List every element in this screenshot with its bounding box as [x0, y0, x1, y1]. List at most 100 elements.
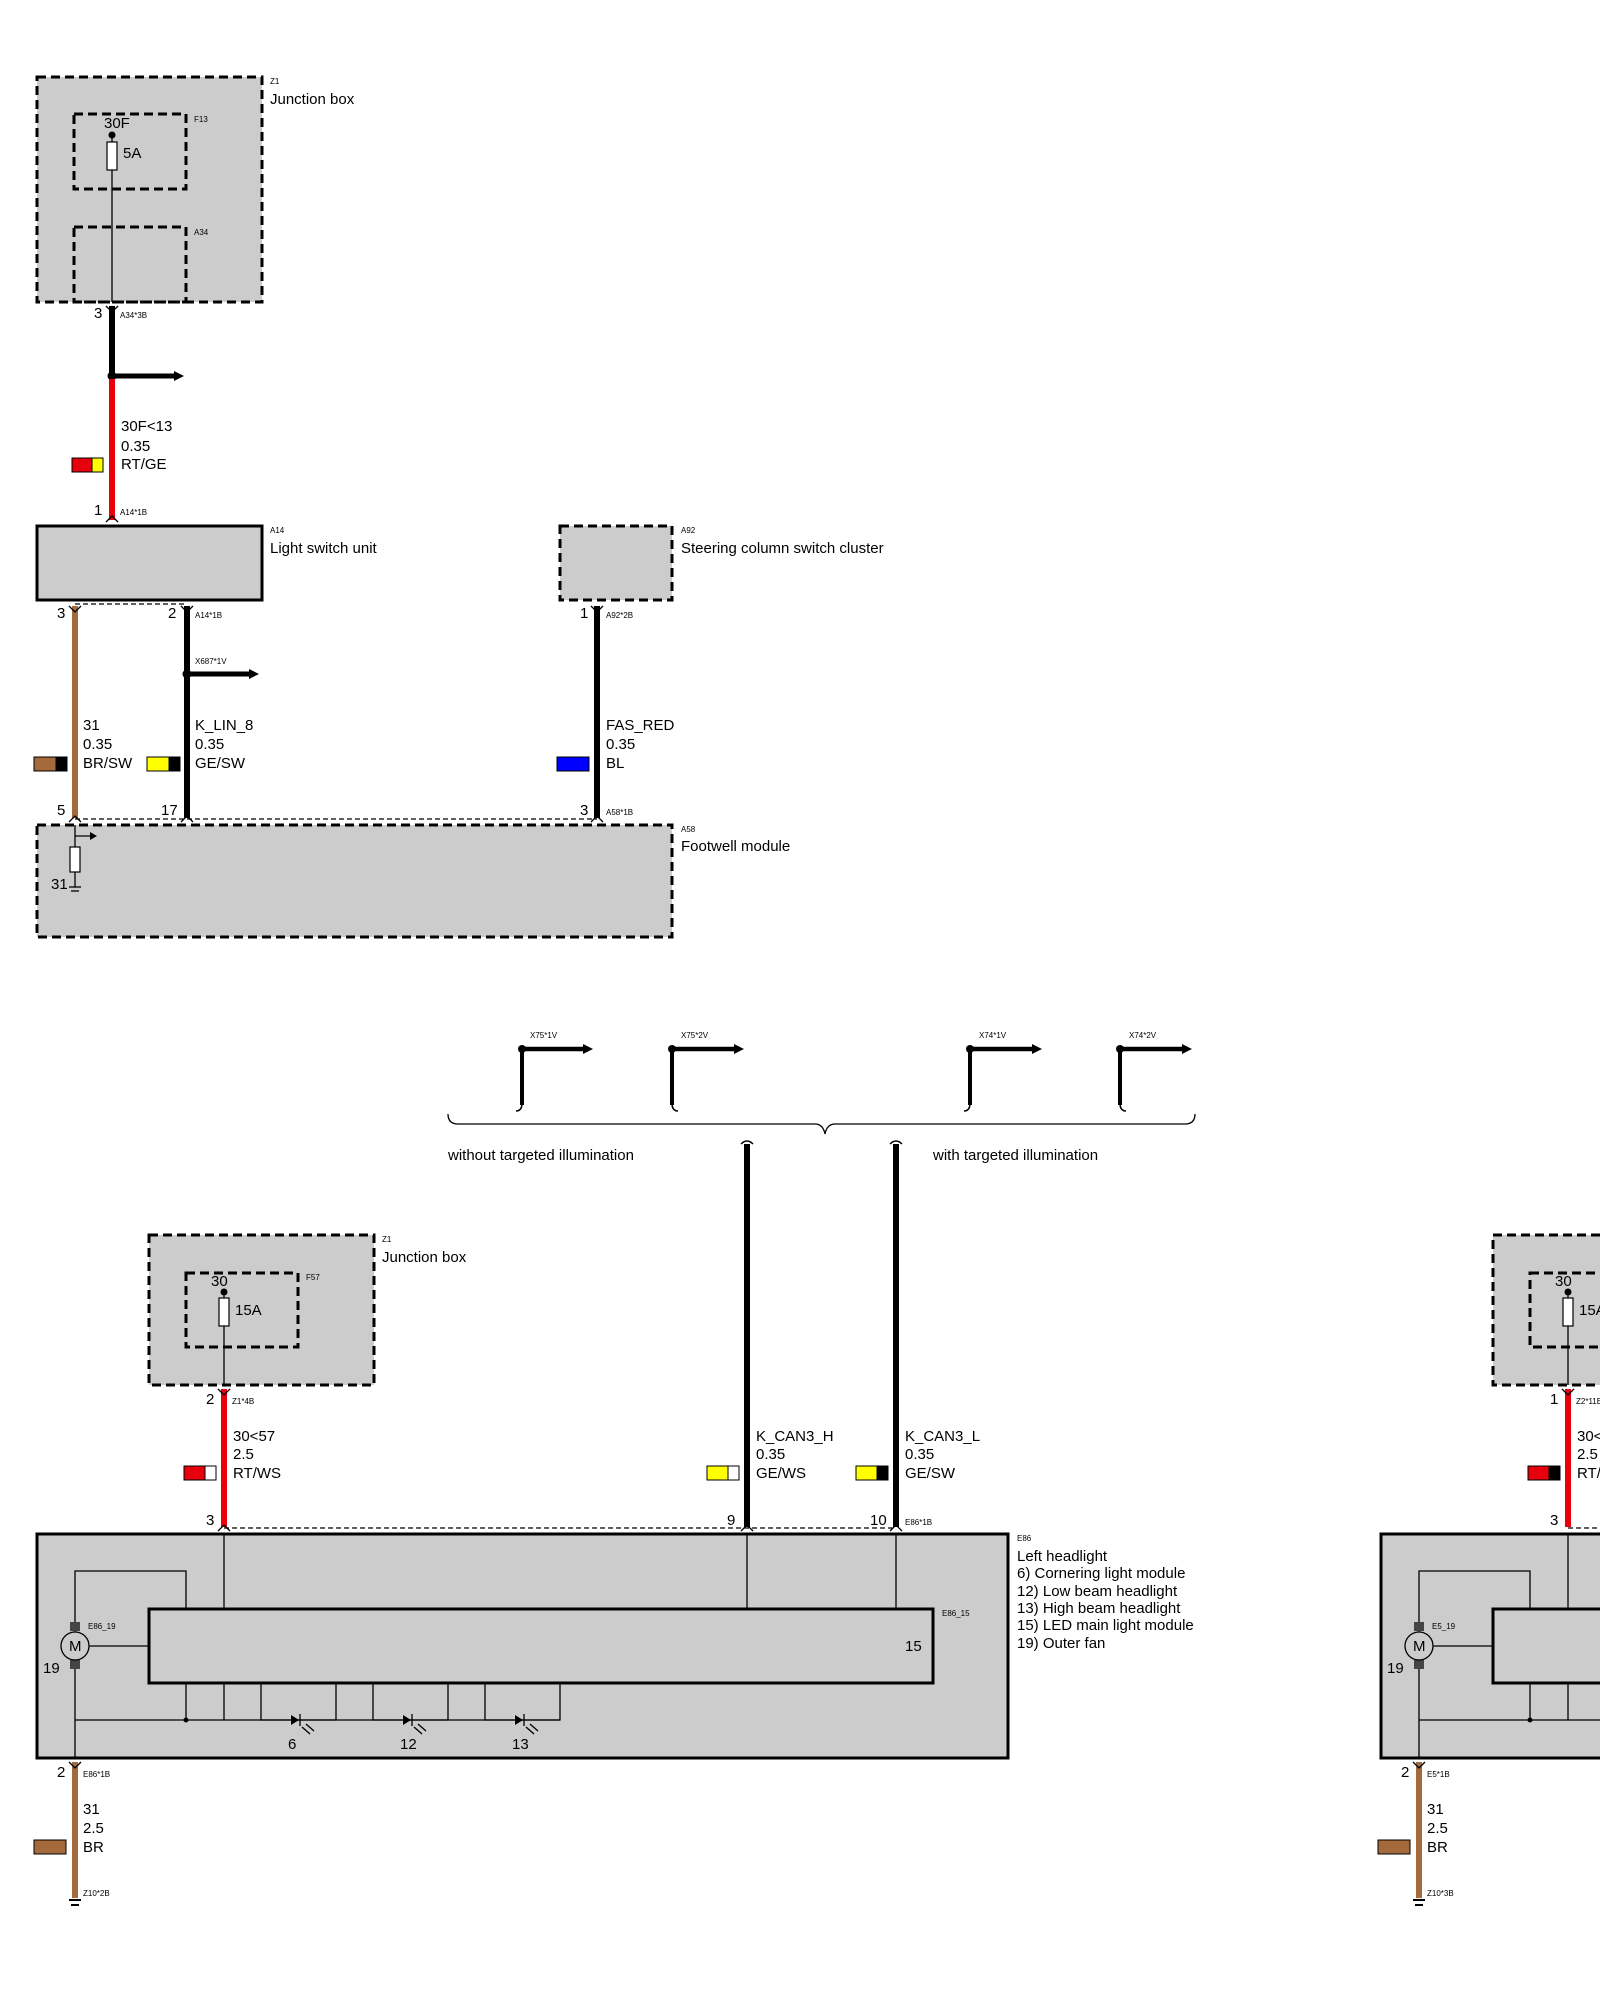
svg-text:2: 2 [1401, 1764, 1409, 1781]
fuse-rating: 15A [235, 1302, 262, 1319]
component-code: A14 [270, 526, 285, 535]
pin-number: 5 [57, 802, 65, 819]
color-swatch-rt-ge [71, 457, 104, 473]
led-number: 6 [288, 1736, 296, 1753]
footwell-module-a58: A58 Footwell module 31 [35, 823, 790, 939]
svg-text:K_CAN3_L: K_CAN3_L [905, 1428, 980, 1445]
svg-text:E5*1B: E5*1B [1427, 1770, 1450, 1779]
color-swatch-ge-sw [146, 756, 181, 772]
option-with-label: with targeted illumination [932, 1147, 1098, 1164]
fan-code: E86_19 [88, 1622, 116, 1631]
svg-text:19: 19 [1387, 1660, 1404, 1677]
component-code: E86 [1017, 1534, 1032, 1543]
svg-text:BR: BR [1427, 1839, 1448, 1856]
connector-code: A14*1B [195, 611, 222, 620]
legend-item: 19) Outer fan [1017, 1635, 1105, 1652]
svg-text:K_LIN_8: K_LIN_8 [195, 717, 253, 734]
component-code: A92 [681, 526, 696, 535]
fuse-rating: 5A [123, 145, 141, 162]
svg-text:RT/WS: RT/WS [233, 1465, 281, 1482]
pin-number: 2 [168, 605, 176, 622]
color-swatch-br-sw [33, 756, 68, 772]
connector-code: Z1*4B [232, 1397, 254, 1406]
branch-x75-2: X75*2V [668, 1031, 744, 1112]
option-brace [447, 1113, 1196, 1135]
led-cornering-light: 6 [260, 1683, 337, 1753]
wire-30f-label: 30F<13 0.35 RT/GE [121, 418, 172, 473]
svg-text:GE/SW: GE/SW [905, 1465, 956, 1482]
component-code: Z1 [270, 77, 280, 86]
steering-column-switch-a92: A92 Steering column switch cluster [558, 524, 884, 602]
outer-fan-motor: M E86_19 19 [43, 1622, 149, 1677]
legend-item: 13) High beam headlight [1017, 1600, 1181, 1617]
connector-code: E86*1B [83, 1770, 110, 1779]
svg-text:X75*2V: X75*2V [681, 1031, 709, 1040]
fuse-code: F57 [306, 1273, 320, 1282]
svg-text:0.35: 0.35 [121, 438, 150, 455]
junction-box-z1-top: Z1 Junction box F13 30F 5A A34 [35, 75, 355, 304]
svg-text:1: 1 [1550, 1391, 1558, 1408]
svg-text:30F<13: 30F<13 [121, 418, 172, 435]
svg-text:GE/WS: GE/WS [756, 1465, 806, 1482]
svg-text:X74*2V: X74*2V [1129, 1031, 1157, 1040]
fuse-terminal: 30F [104, 115, 130, 132]
color-swatch-rt-ws [183, 1465, 217, 1481]
pin-number: 10 [870, 1512, 887, 1529]
svg-text:2.5: 2.5 [83, 1820, 104, 1837]
ground-symbol [69, 1899, 81, 1906]
connector-code: X687*1V [195, 657, 227, 666]
component-name: Left headlight [1017, 1548, 1108, 1565]
fuse-symbol [106, 141, 118, 171]
motor-symbol: M [69, 1638, 82, 1655]
svg-text:0.35: 0.35 [905, 1446, 934, 1463]
led-number: 13 [512, 1736, 529, 1753]
wire-k-can3-l-label: K_CAN3_L 0.35 GE/SW [905, 1428, 980, 1482]
component-name: Junction box [270, 91, 355, 108]
svg-text:30<57: 30<57 [233, 1428, 275, 1445]
inner-module-code: A34 [194, 228, 209, 237]
svg-text:2.5: 2.5 [1577, 1446, 1598, 1463]
light-switch-unit-a14: A14 Light switch unit [35, 524, 378, 602]
svg-text:FAS_RED: FAS_RED [606, 717, 675, 734]
legend-item: 12) Low beam headlight [1017, 1583, 1178, 1600]
svg-text:E5_19: E5_19 [1432, 1622, 1456, 1631]
svg-text:30<: 30< [1577, 1428, 1600, 1445]
pin-number: 3 [206, 1512, 214, 1529]
connector-code: A58*1B [606, 808, 633, 817]
pin-number: 2 [57, 1764, 65, 1781]
component-name: Light switch unit [270, 540, 378, 557]
led-number: 12 [400, 1736, 417, 1753]
wire-31-ground-label: 31 2.5 BR [83, 1801, 104, 1856]
inner-module-code: E86_15 [942, 1609, 970, 1618]
branch-x75-1: X75*1V [515, 1031, 593, 1112]
option-without-label: without targeted illumination [447, 1147, 634, 1164]
component-name: Steering column switch cluster [681, 540, 884, 557]
component-code: Z1 [382, 1235, 392, 1244]
svg-text:2.5: 2.5 [233, 1446, 254, 1463]
ground-label: 31 [51, 876, 68, 893]
svg-text:0.35: 0.35 [756, 1446, 785, 1463]
svg-text:30: 30 [1555, 1273, 1572, 1290]
pin-number: 3 [94, 305, 102, 322]
branch-x74-2: X74*2V [1116, 1031, 1192, 1112]
svg-text:M: M [1413, 1638, 1426, 1655]
wire-k-lin-8-label: K_LIN_8 0.35 GE/SW [195, 717, 253, 772]
svg-text:GE/SW: GE/SW [195, 755, 246, 772]
color-swatch-ge-sw-can [855, 1465, 889, 1481]
svg-text:31: 31 [83, 717, 100, 734]
legend-item: 15) LED main light module [1017, 1617, 1194, 1634]
svg-text:2.5: 2.5 [1427, 1820, 1448, 1837]
connector-code: A14*1B [120, 508, 147, 517]
pin-number: 1 [94, 502, 102, 519]
svg-text:0.35: 0.35 [606, 736, 635, 753]
led-high-beam: 13 [484, 1683, 561, 1753]
pin-number: 3 [57, 605, 65, 622]
pin-number: 2 [206, 1391, 214, 1408]
resistor-symbol [69, 846, 81, 873]
legend-item: 6) Cornering light module [1017, 1565, 1185, 1582]
component-name: Junction box [382, 1249, 467, 1266]
color-swatch-bl [556, 756, 590, 772]
branch-x74-1: X74*1V [963, 1031, 1042, 1112]
component-name: Footwell module [681, 838, 790, 855]
